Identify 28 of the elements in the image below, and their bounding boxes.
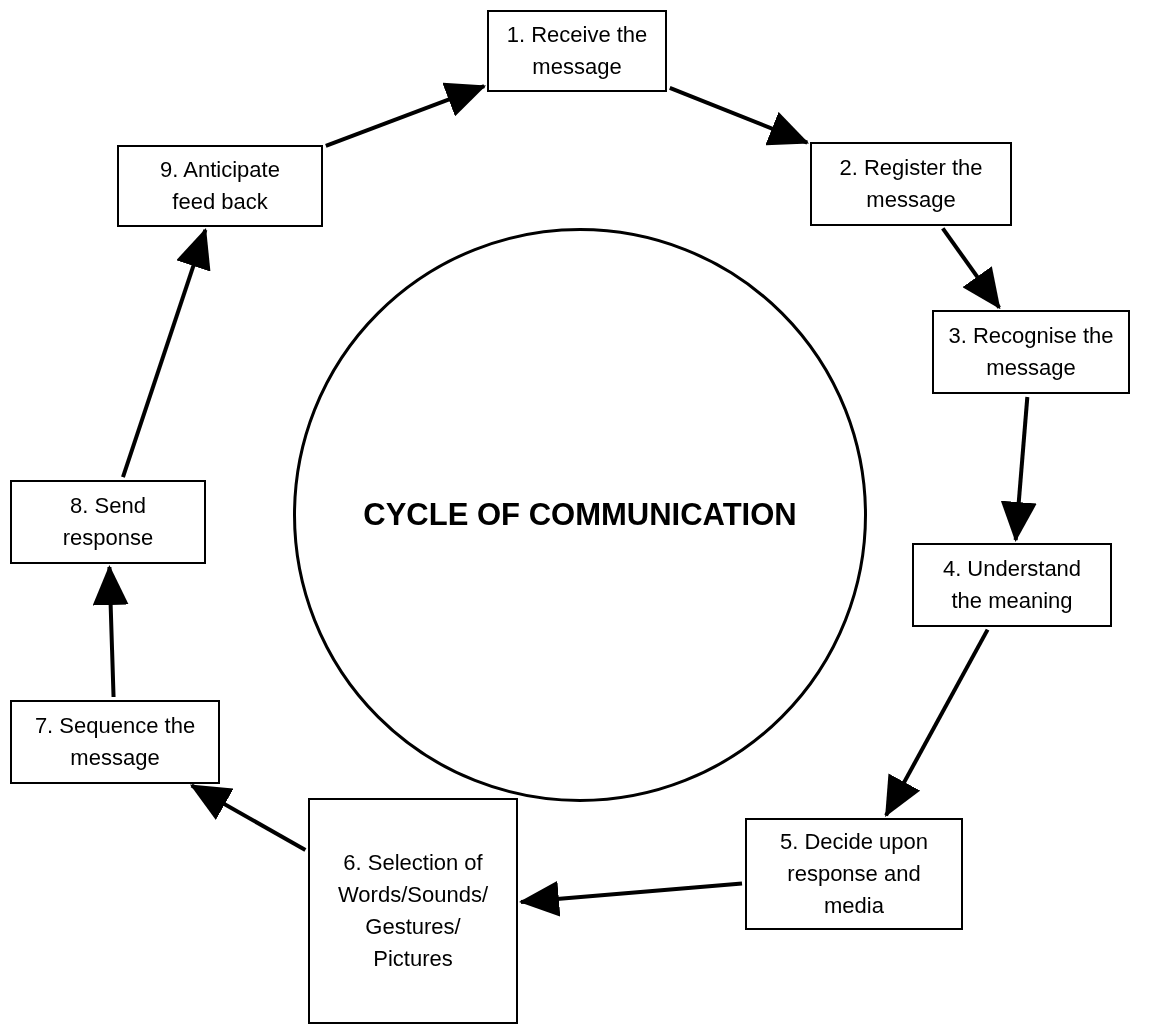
step-box — [912, 543, 1112, 627]
step-box — [10, 480, 206, 564]
step-label: 4. Understand the meaning — [941, 555, 1083, 615]
arrow — [519, 880, 743, 917]
step-label: 7. Sequence the message — [33, 712, 197, 772]
arrow — [325, 82, 487, 148]
step-label: 9. Anticipate feed back — [159, 156, 281, 216]
step-box — [487, 10, 667, 92]
arrow — [121, 227, 211, 478]
arrow — [884, 628, 990, 818]
step-box — [745, 818, 963, 930]
arrow — [669, 86, 810, 146]
step-box — [308, 798, 518, 1024]
step-label: 3. Recognise the message — [947, 322, 1115, 382]
step-box — [810, 142, 1012, 226]
step-box — [932, 310, 1130, 394]
step-label: 8. Send response — [61, 492, 155, 552]
center-label: CYCLE OF COMMUNICATION — [363, 495, 797, 534]
arrow — [92, 565, 129, 698]
step-label: 5. Decide upon response and media — [779, 828, 929, 920]
step-label: 2. Register the message — [838, 154, 984, 214]
step-label: 6. Selection of Words/Sounds/ Gestures/ Pictures — [338, 849, 488, 973]
arrow — [941, 227, 1001, 310]
arrow — [189, 783, 307, 852]
step-label: 1. Receive the message — [505, 21, 649, 81]
arrow — [1000, 396, 1037, 542]
step-box — [117, 145, 323, 227]
step-box — [10, 700, 220, 784]
